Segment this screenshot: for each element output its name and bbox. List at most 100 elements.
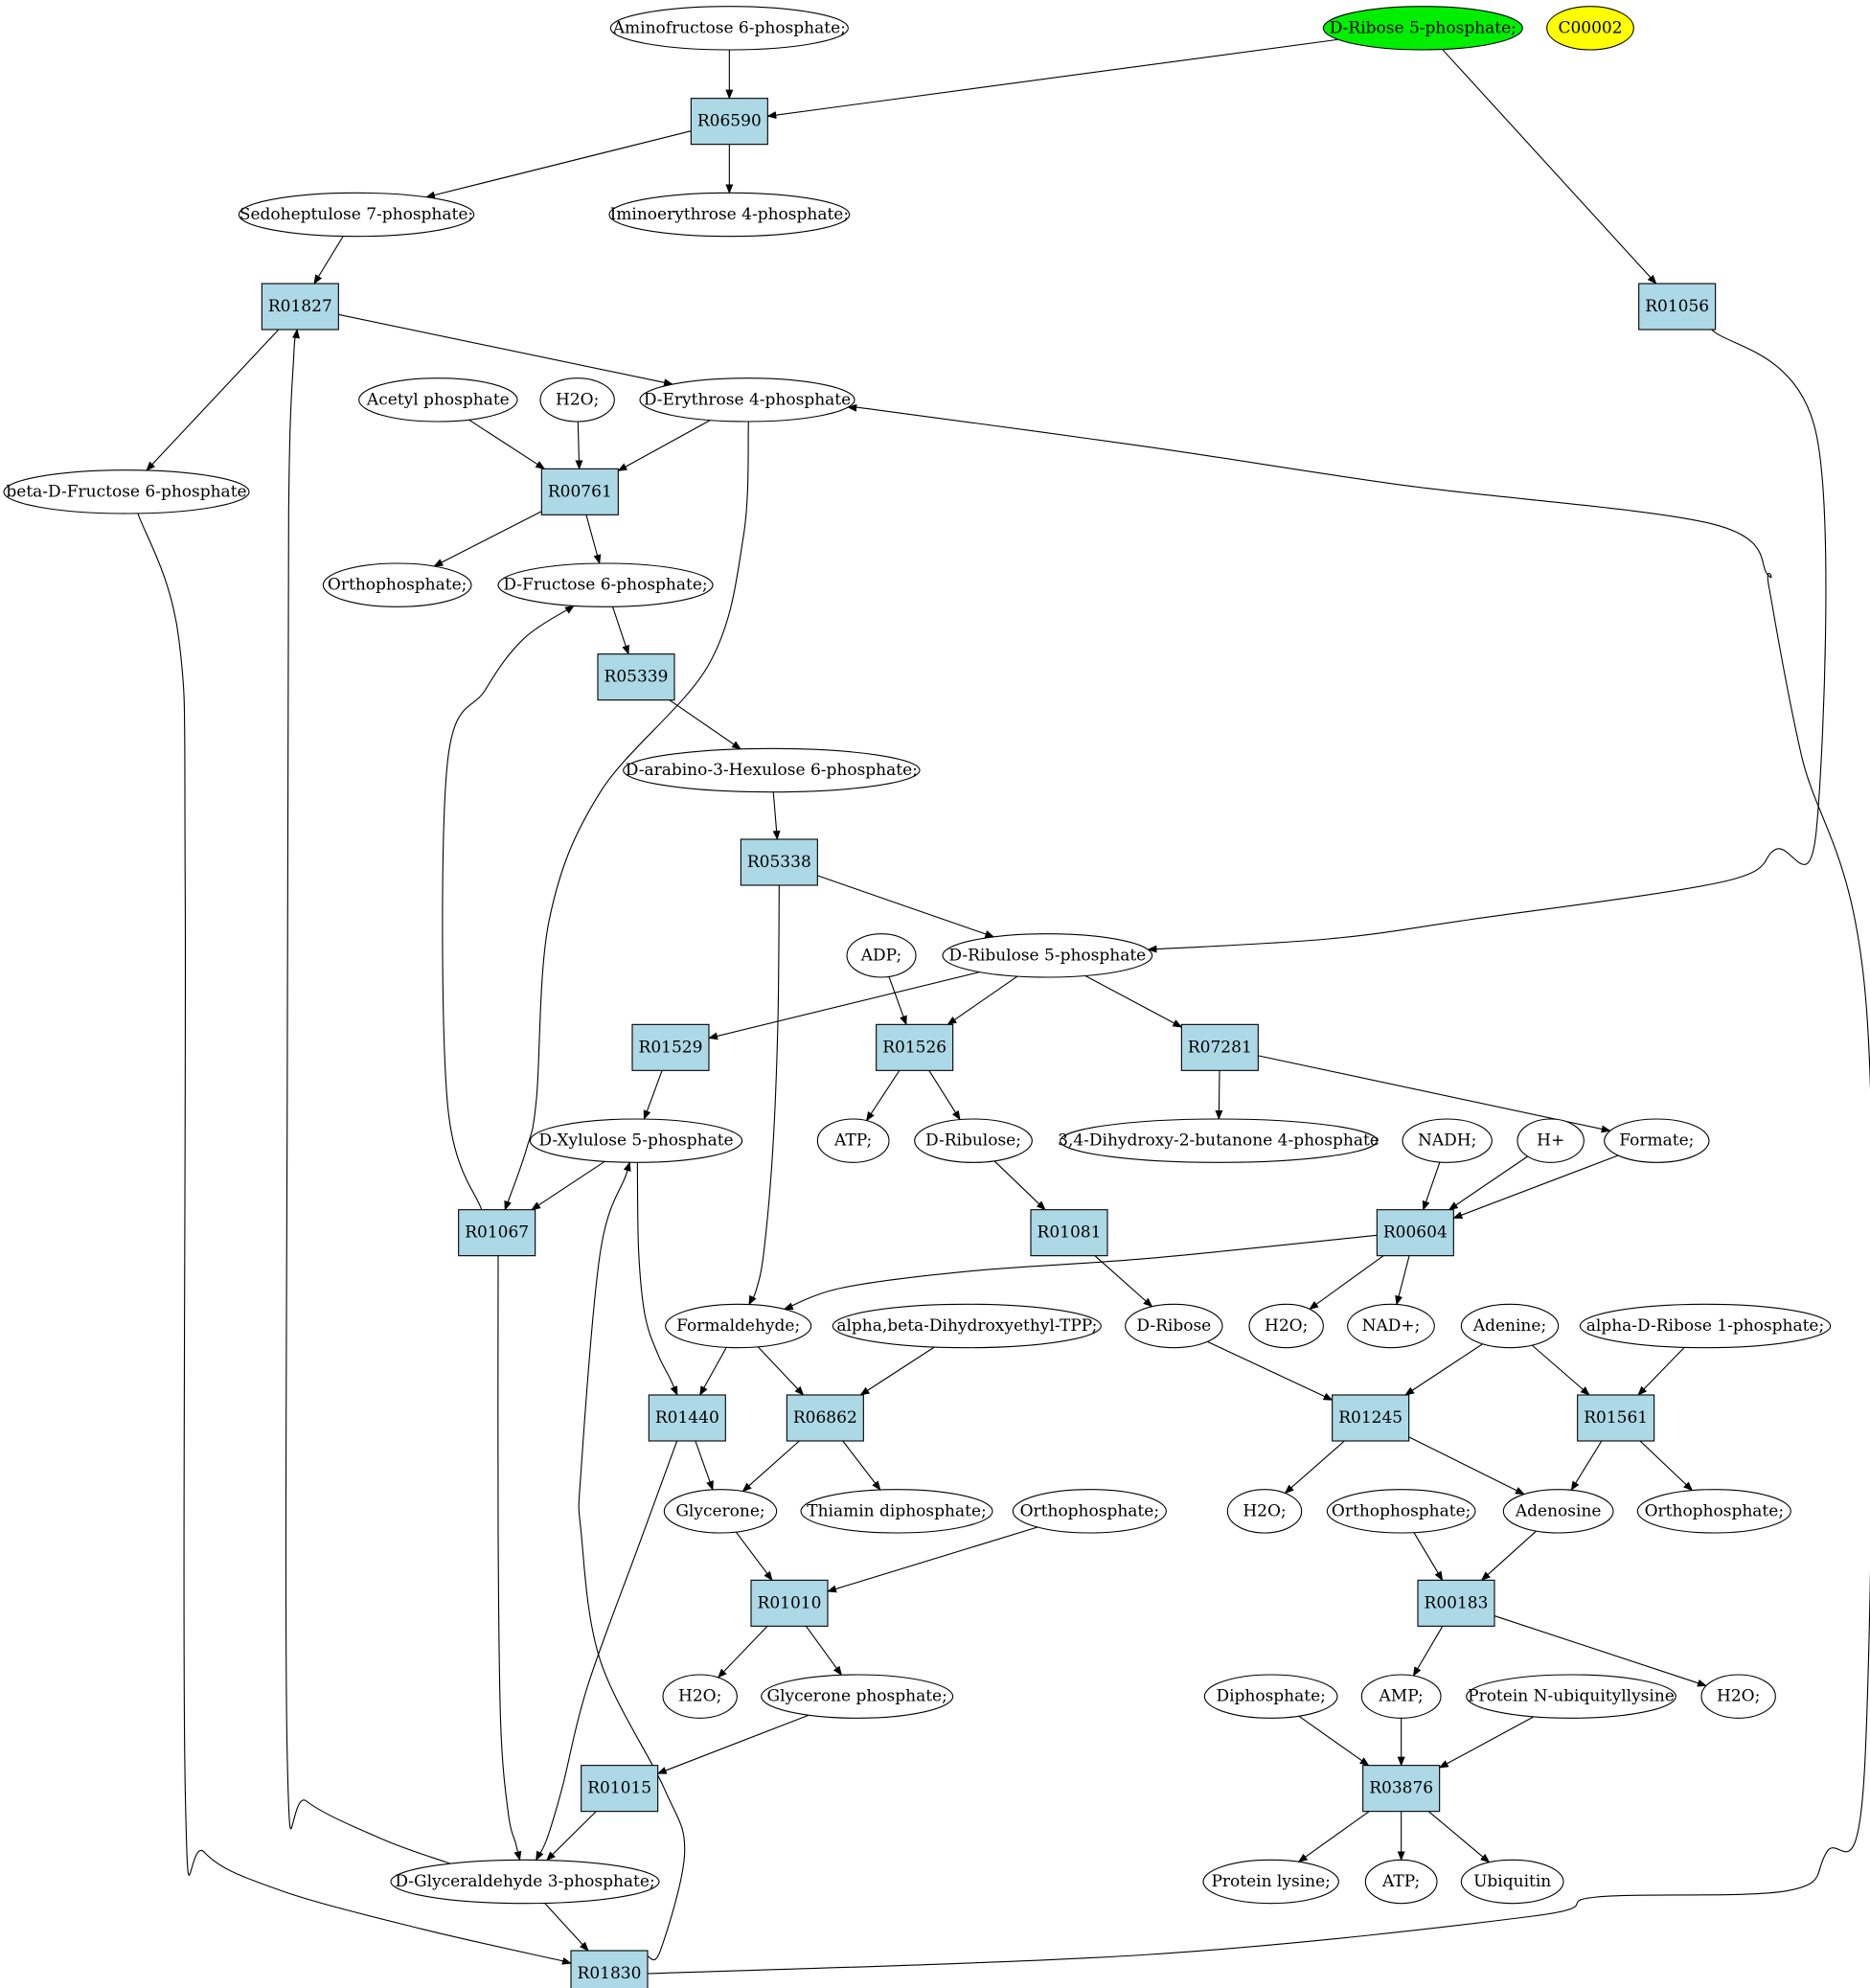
reaction-node[interactable]: R01245 bbox=[1332, 1394, 1410, 1442]
edge-R05338-to-rul5p bbox=[817, 875, 995, 938]
node-label: H+ bbox=[1537, 1131, 1564, 1151]
reaction-node[interactable]: R01830 bbox=[570, 1950, 649, 1988]
reaction-node[interactable]: R03876 bbox=[1362, 1765, 1441, 1813]
compound-ellipse bbox=[1322, 6, 1523, 51]
compound-ellipse bbox=[816, 1118, 890, 1163]
compound-node[interactable]: D-Xylulose 5-phosphate bbox=[529, 1118, 743, 1163]
compound-node[interactable]: alpha,beta-Dihydroxyethyl-TPP; bbox=[832, 1303, 1102, 1349]
compound-node[interactable]: Adenine; bbox=[1460, 1303, 1560, 1349]
compound-node[interactable]: Orthophosphate; bbox=[1326, 1489, 1476, 1534]
compound-node[interactable]: ATP; bbox=[816, 1118, 890, 1163]
compound-node[interactable]: Thiamin diphosphate; bbox=[800, 1489, 993, 1534]
reaction-node[interactable]: R05339 bbox=[597, 653, 675, 701]
compound-node[interactable]: ATP; bbox=[1364, 1859, 1438, 1905]
compound-node[interactable]: H2O; bbox=[1700, 1674, 1776, 1719]
compound-node[interactable]: D-Fructose 6-phosphate; bbox=[497, 562, 714, 607]
compound-node[interactable]: Protein N-ubiquityllysine bbox=[1466, 1674, 1676, 1719]
compound-node[interactable]: H2O; bbox=[662, 1674, 738, 1719]
compound-node[interactable]: Orthophosphate; bbox=[1636, 1489, 1791, 1534]
reaction-node[interactable]: R01561 bbox=[1577, 1394, 1655, 1442]
compound-node[interactable]: D-Ribulose; bbox=[914, 1118, 1033, 1163]
edge-R01827-to-ery4p bbox=[338, 313, 673, 387]
reaction-node[interactable]: R07281 bbox=[1180, 1023, 1259, 1071]
compound-node[interactable]: AMP; bbox=[1360, 1674, 1442, 1719]
compound-ellipse bbox=[761, 1674, 954, 1719]
edge-R01440-to-glycerone bbox=[695, 1440, 714, 1491]
edge-R01056-to-rul5p bbox=[1147, 321, 1827, 953]
reaction-node[interactable]: R01440 bbox=[648, 1394, 726, 1442]
reaction-node[interactable]: R01015 bbox=[581, 1765, 659, 1813]
reaction-node[interactable]: R01827 bbox=[261, 283, 339, 331]
compound-node[interactable]: 3,4-Dihydroxy-2-butanone 4-phosphate bbox=[1058, 1118, 1380, 1163]
reaction-node[interactable]: R01056 bbox=[1638, 283, 1717, 331]
reaction-node[interactable]: R00183 bbox=[1417, 1579, 1495, 1627]
compound-node[interactable]: D-Ribose 5-phosphate; bbox=[1322, 6, 1523, 51]
compound-ellipse bbox=[1579, 1303, 1832, 1349]
edge-ery4p-to-R00761 bbox=[617, 420, 711, 471]
compound-ellipse bbox=[1546, 6, 1634, 51]
compound-node[interactable]: D-Erythrose 4-phosphate bbox=[639, 377, 855, 423]
compound-node[interactable]: H2O; bbox=[1226, 1489, 1303, 1534]
compound-node[interactable]: D-arabino-3-Hexulose 6-phosphate; bbox=[623, 747, 921, 793]
compound-ellipse bbox=[1502, 1489, 1614, 1534]
compound-node[interactable]: Formate; bbox=[1604, 1118, 1710, 1163]
compound-node[interactable]: Formaldehyde; bbox=[665, 1303, 812, 1349]
compound-node[interactable]: H2O; bbox=[539, 377, 615, 423]
node-label: Protein lysine; bbox=[1211, 1872, 1330, 1891]
reaction-box bbox=[631, 1023, 710, 1071]
compound-node[interactable]: Ubiquitin bbox=[1460, 1859, 1564, 1905]
reaction-node[interactable]: R00604 bbox=[1376, 1209, 1454, 1257]
compound-node[interactable]: Orthophosphate; bbox=[322, 562, 472, 607]
edge-hplus-to-R00604 bbox=[1448, 1155, 1528, 1211]
compound-node[interactable]: alpha-D-Ribose 1-phosphate; bbox=[1579, 1303, 1832, 1349]
edge-bfru6p-to-R01830 bbox=[134, 503, 577, 1965]
node-label: Adenine; bbox=[1472, 1316, 1546, 1336]
reaction-box bbox=[1030, 1209, 1108, 1257]
compound-node[interactable]: NADH; bbox=[1402, 1118, 1493, 1163]
edge-nadh-to-R00604 bbox=[1422, 1161, 1441, 1211]
compound-node[interactable]: beta-D-Fructose 6-phosphate bbox=[3, 469, 250, 514]
reaction-node[interactable]: R01529 bbox=[631, 1023, 710, 1071]
reaction-node[interactable]: R01526 bbox=[876, 1023, 954, 1071]
node-label: R00183 bbox=[1425, 1593, 1489, 1612]
compound-node[interactable]: Diphosphate; bbox=[1203, 1674, 1338, 1719]
compound-node[interactable]: Adenosine bbox=[1502, 1489, 1614, 1534]
reaction-node[interactable]: R05338 bbox=[740, 838, 818, 886]
compound-node[interactable]: Orthophosphate; bbox=[1012, 1489, 1167, 1534]
reaction-node[interactable]: R06862 bbox=[786, 1394, 864, 1442]
compound-node[interactable]: Aminofructose 6-phosphate; bbox=[609, 6, 849, 51]
compound-node[interactable]: C00002 bbox=[1546, 6, 1634, 51]
edge-R06590-to-sedo7p bbox=[424, 130, 692, 199]
compound-node[interactable]: Acetyl phosphate bbox=[358, 377, 518, 423]
edge-acetylp-to-R00761 bbox=[468, 419, 546, 469]
compound-node[interactable]: Glycerone phosphate; bbox=[761, 1674, 954, 1719]
reaction-box bbox=[261, 283, 339, 331]
compound-node[interactable]: NAD+; bbox=[1347, 1303, 1435, 1349]
node-label: H2O; bbox=[1717, 1687, 1760, 1706]
reaction-node[interactable]: R01010 bbox=[750, 1579, 829, 1627]
compound-node[interactable]: Iminoerythrose 4-phosphate; bbox=[608, 192, 851, 238]
compound-node[interactable]: H2O; bbox=[1248, 1303, 1324, 1349]
edge-R06862-to-glycerone bbox=[741, 1440, 800, 1493]
edge-diphosphate-to-R03876 bbox=[1298, 1715, 1370, 1767]
compound-node[interactable]: D-Ribose bbox=[1125, 1303, 1223, 1349]
node-label: R01827 bbox=[268, 297, 332, 316]
compound-node[interactable]: D-Ribulose 5-phosphate bbox=[942, 933, 1153, 978]
compound-node[interactable]: ADP; bbox=[846, 933, 917, 978]
reaction-node[interactable]: R01081 bbox=[1030, 1209, 1108, 1257]
compound-node[interactable]: D-Glyceraldehyde 3-phosphate; bbox=[390, 1859, 660, 1905]
reaction-node[interactable]: R06590 bbox=[690, 98, 768, 146]
compound-ellipse bbox=[1202, 1859, 1339, 1905]
compound-node[interactable]: Glycerone; bbox=[663, 1489, 778, 1534]
node-label: R01056 bbox=[1645, 297, 1709, 316]
reaction-box bbox=[876, 1023, 954, 1071]
node-label: 3,4-Dihydroxy-2-butanone 4-phosphate bbox=[1058, 1131, 1380, 1151]
compound-node[interactable]: H+ bbox=[1517, 1118, 1585, 1163]
compound-node[interactable]: Protein lysine; bbox=[1202, 1859, 1339, 1905]
reaction-node[interactable]: R00761 bbox=[540, 468, 619, 515]
compound-node[interactable]: Sedoheptulose 7-phosphate; bbox=[238, 192, 475, 238]
node-label: Orthophosphate; bbox=[1020, 1501, 1159, 1520]
reaction-node[interactable]: R01067 bbox=[458, 1209, 536, 1257]
compound-ellipse bbox=[1060, 1118, 1378, 1163]
